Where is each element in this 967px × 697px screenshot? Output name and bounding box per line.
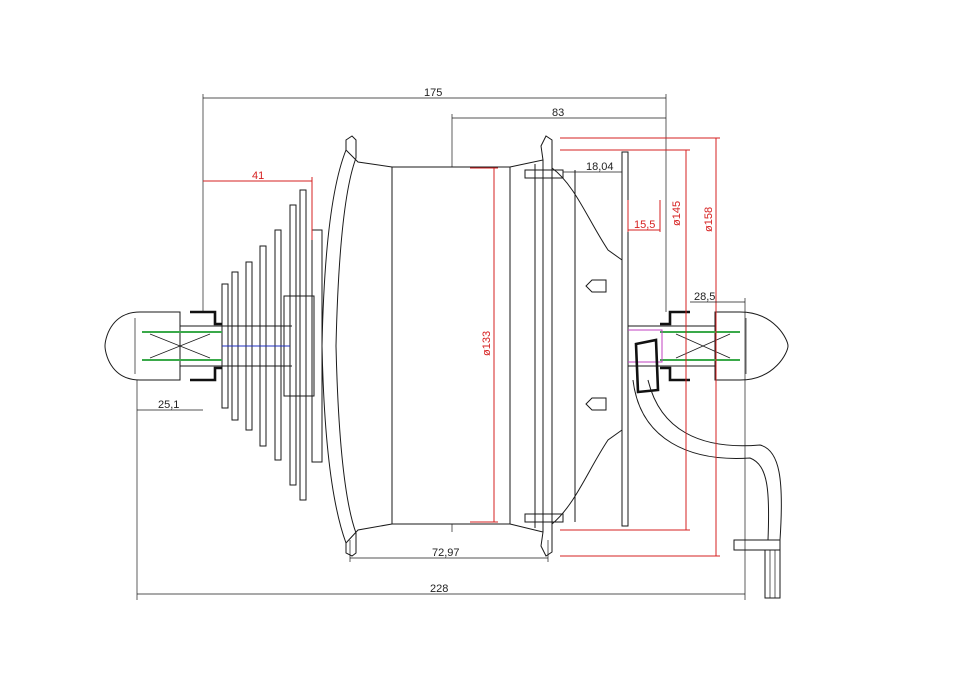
dim-15-5-label: 15,5: [634, 219, 655, 231]
dimension-lines: [136, 94, 746, 600]
dim-175-label: 175: [424, 87, 442, 99]
dim-diameter-145-label: ø145: [671, 201, 683, 226]
dim-41-label: 41: [252, 170, 264, 182]
cassette: [221, 189, 323, 501]
dim-83-label: 83: [552, 107, 564, 119]
dim-28-5-label: 28,5: [694, 291, 715, 303]
axle: [104, 310, 789, 382]
motor-shell: [321, 135, 629, 557]
dim-72-97-label: 72,97: [432, 547, 460, 559]
dim-diameter-158-label: ø158: [703, 207, 715, 232]
dim-diameter-133-label: ø133: [481, 331, 493, 356]
dim-25-1-label: 25,1: [158, 399, 179, 411]
dim-18-04-label: 18,04: [586, 161, 614, 173]
power-cable: [632, 338, 782, 599]
dim-228-label: 228: [430, 583, 448, 595]
